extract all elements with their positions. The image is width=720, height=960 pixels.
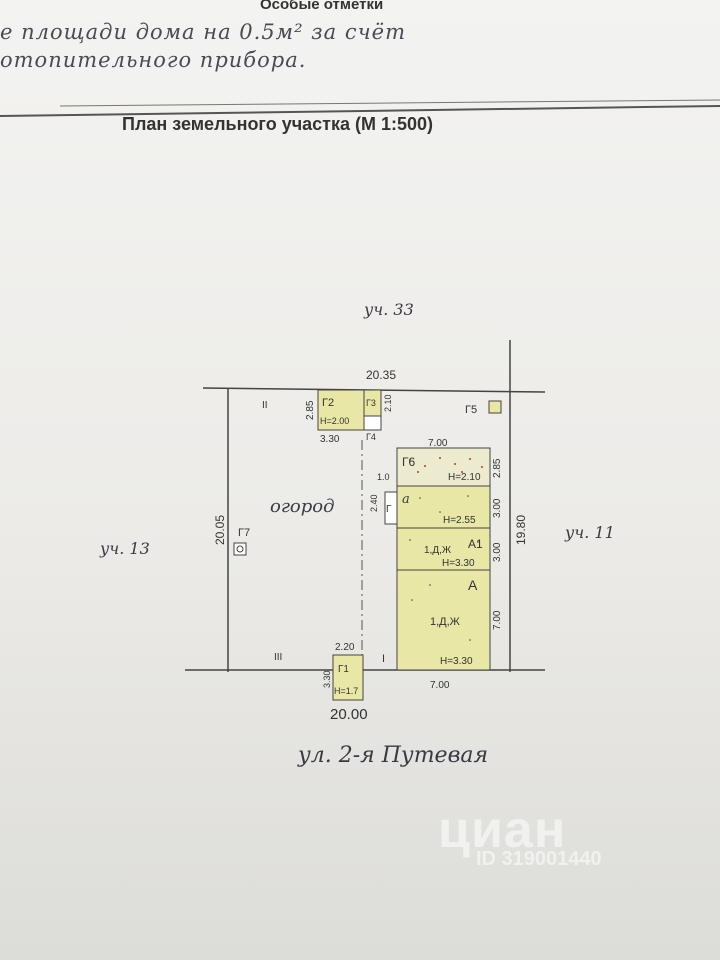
label-a-main-use: 1,Д,Ж <box>430 616 460 628</box>
fence-marker-2: II <box>262 400 268 411</box>
dim-g1-width: 2.20 <box>335 642 355 653</box>
label-a-main-height: Н=3.30 <box>440 656 473 667</box>
label-a-small: а <box>402 492 410 507</box>
label-g2-height: Н=2.00 <box>320 416 349 426</box>
street-name: ул. 2-я Путевая <box>297 743 488 768</box>
label-g1-height: Н=1.7 <box>334 686 358 696</box>
watermark-id: ID 319001440 <box>476 848 602 870</box>
label-g2: Г2 <box>322 397 334 409</box>
building-g6 <box>396 447 491 487</box>
neighbor-right: уч. 11 <box>564 523 615 542</box>
building-g1 <box>332 654 364 701</box>
handwritten-note-line-2: отопительного прибора. <box>0 48 307 72</box>
dim-house-width: 7.00 <box>430 680 450 691</box>
dim-g2-depth: 2.85 <box>305 400 316 420</box>
dim-g3-depth: 2.10 <box>383 394 393 412</box>
handwritten-note-line-1: е площади дома на 0.5м² за счёт <box>0 20 406 44</box>
garden-label: огород <box>270 496 335 517</box>
label-g4: Г4 <box>366 432 376 442</box>
plan-title: План земельного участка (М 1:500) <box>122 114 434 134</box>
label-g6-height: Н=2.10 <box>448 472 481 483</box>
label-porch: Г <box>386 504 392 515</box>
dim-main-depth: 7.00 <box>492 610 503 630</box>
label-g6: Г6 <box>402 455 415 469</box>
building-g4 <box>363 415 382 431</box>
neighbor-top: уч. 33 <box>363 300 414 319</box>
label-g7: Г7 <box>238 527 250 539</box>
section-title: Особые отметки <box>260 0 384 13</box>
dim-porch-width: 1.0 <box>377 472 390 482</box>
building-a1 <box>396 527 491 571</box>
label-a-main: А <box>468 577 478 593</box>
dim-porch-depth: 2.40 <box>369 494 379 512</box>
dim-right-side: 19.80 <box>514 515 528 545</box>
dim-bottom-width: 20.00 <box>330 706 368 723</box>
label-a-small-height: Н=2.55 <box>443 515 476 526</box>
g6-red-dots <box>409 457 483 473</box>
building-g5 <box>488 400 502 414</box>
watermark-brand: циан <box>438 801 567 859</box>
building-a-main <box>396 569 491 671</box>
label-a1-use: 1,Д,Ж <box>424 545 452 556</box>
special-notes-section: Особые отметки е площади дома на 0.5м² з… <box>0 0 720 112</box>
well-g7-circle <box>236 545 244 553</box>
porch <box>384 491 398 525</box>
label-a1: А1 <box>468 537 483 551</box>
well-g7 <box>233 542 247 556</box>
fence-marker-1: I <box>382 653 385 665</box>
dim-g2-width: 3.30 <box>320 434 340 445</box>
dim-a1-depth: 3.00 <box>492 542 503 562</box>
neighbor-left: уч. 13 <box>99 539 150 558</box>
dim-g6-depth: 2.85 <box>492 458 503 478</box>
dim-g6-width: 7.00 <box>428 438 448 449</box>
dim-g1-depth: 3.30 <box>322 670 332 688</box>
fence-marker-3: III <box>274 652 282 663</box>
dim-a-depth: 3.00 <box>492 498 503 518</box>
texture-dots <box>409 495 479 641</box>
label-g3: Г3 <box>366 398 376 408</box>
dim-left-side: 20.05 <box>213 515 227 545</box>
label-a1-height: Н=3.30 <box>442 558 475 569</box>
separator-line-upper <box>59 99 720 107</box>
label-g5: Г5 <box>465 404 477 416</box>
dim-top-width: 20.35 <box>366 368 396 382</box>
separator-line <box>0 105 720 117</box>
label-g1: Г1 <box>338 664 349 675</box>
